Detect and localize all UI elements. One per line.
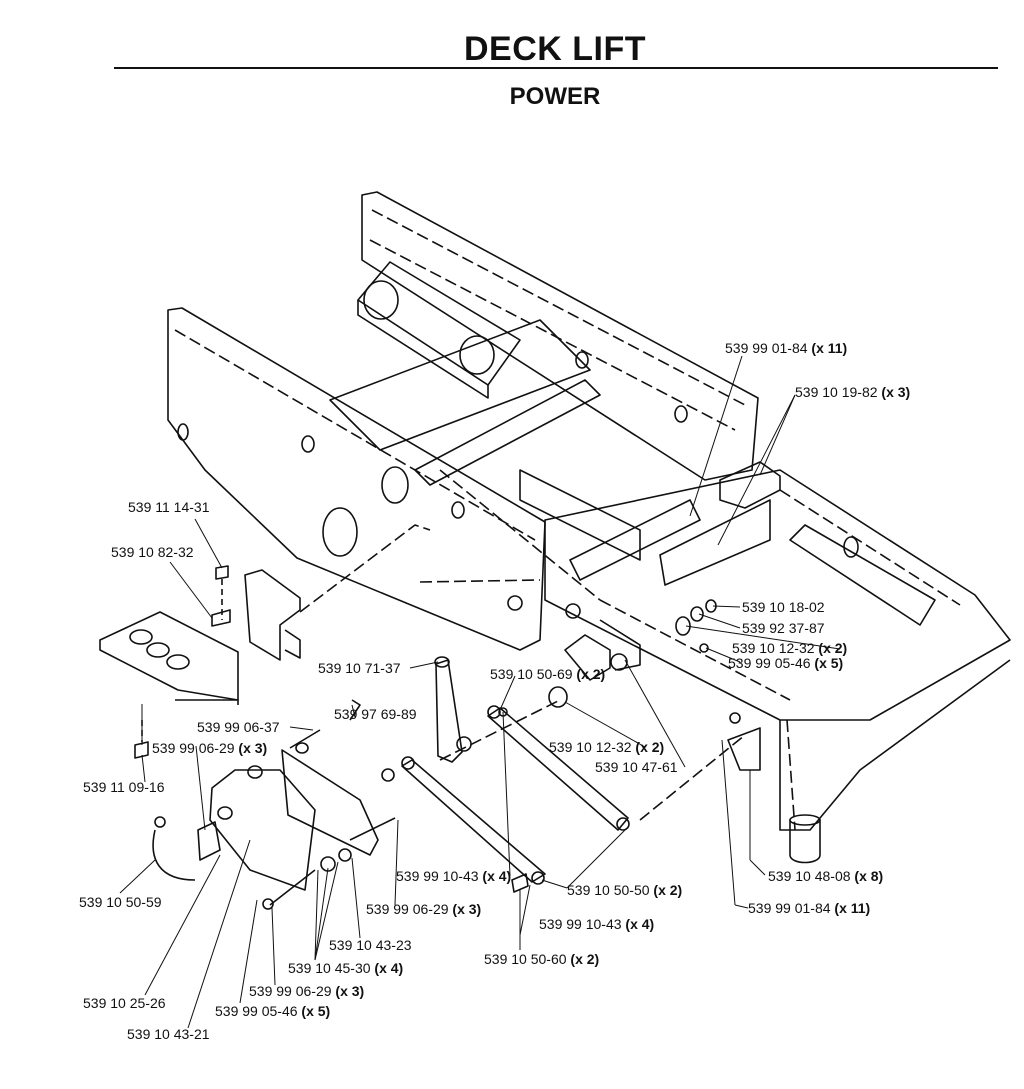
part-callout: 539 10 45-30 (x 4) — [288, 960, 404, 976]
part-callout: 539 10 47-61 — [595, 759, 678, 775]
part-callout: 539 10 50-50 (x 2) — [567, 882, 683, 898]
part-callout: 539 99 06-29 (x 3) — [152, 740, 268, 756]
mounting-bracket — [244, 569, 301, 661]
part-callout: 539 10 71-37 — [318, 660, 401, 676]
switch-top — [211, 565, 231, 627]
part-callout: 539 99 01-84 (x 11) — [725, 340, 848, 356]
lift-lever — [434, 656, 561, 763]
part-callout: 539 10 12-32 (x 2) — [732, 640, 848, 656]
part-callout: 539 10 50-59 — [79, 894, 162, 910]
page-title: DECK LIFT — [463, 30, 647, 68]
part-callout: 539 99 06-29 (x 3) — [366, 901, 482, 917]
part-callout: 539 99 05-46 (x 5) — [215, 1003, 331, 1019]
part-callout: 539 99 06-29 (x 3) — [249, 983, 365, 999]
part-callout: 539 10 19-82 (x 3) — [795, 384, 911, 400]
part-callout: 539 99 06-37 — [197, 719, 280, 735]
side-guard-assembly — [152, 699, 396, 910]
lift-link-lower — [381, 707, 546, 893]
hardware-stack-right — [548, 599, 717, 708]
alignment-line-a — [299, 524, 431, 613]
part-callout: 539 11 09-16 — [83, 779, 165, 795]
part-callout: 539 10 48-08 (x 8) — [768, 868, 884, 884]
title-divider — [114, 67, 998, 69]
alignment-line-b — [419, 579, 541, 583]
part-callout: 539 99 01-84 (x 11) — [748, 900, 871, 916]
part-callout: 539 10 43-21 — [127, 1026, 210, 1042]
leader-lines — [119, 355, 841, 1029]
part-callout: 539 10 50-69 (x 2) — [490, 666, 606, 682]
part-callout: 539 10 43-23 — [329, 937, 412, 953]
alignment-line-c — [639, 734, 746, 821]
bracket-right — [727, 712, 761, 771]
part-callout: 539 92 37-87 — [742, 620, 825, 636]
part-callout: 539 11 14-31 — [128, 499, 210, 515]
part-callout: 539 10 12-32 (x 2) — [549, 739, 665, 755]
part-callout: 539 10 82-32 — [111, 544, 194, 560]
rear-frame-plate — [361, 191, 759, 481]
page-subtitle: POWER — [509, 83, 601, 110]
part-callout: 539 99 10-43 (x 4) — [539, 916, 655, 932]
part-callout: 539 99 10-43 (x 4) — [396, 868, 512, 884]
battery-box — [357, 261, 521, 399]
control-panel — [99, 611, 239, 705]
lift-link-upper — [487, 705, 630, 831]
part-callout: 539 10 50-60 (x 2) — [484, 951, 600, 967]
lift-bracket — [564, 461, 781, 681]
part-callout: 539 10 25-26 — [83, 995, 166, 1011]
cross-members — [329, 319, 771, 601]
main-side-frame — [167, 307, 581, 651]
right-frame-rail — [544, 469, 1011, 864]
part-callout: 539 97 69-89 — [334, 706, 417, 722]
part-callout: 539 99 05-46 (x 5) — [728, 655, 844, 671]
part-callout: 539 10 18-02 — [742, 599, 825, 615]
